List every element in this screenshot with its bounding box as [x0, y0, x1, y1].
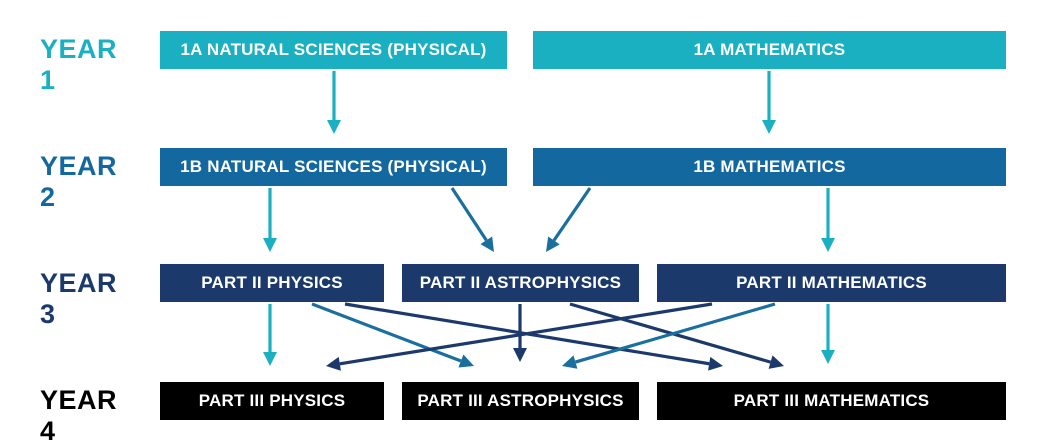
- arrowhead-math_1b-to-math_2: [821, 238, 835, 252]
- course-part-iii-mathematics: PART III MATHEMATICS: [657, 382, 1006, 420]
- course-1b-mathematics: 1B MATHEMATICS: [533, 148, 1006, 186]
- year-3-label: YEAR 3: [40, 268, 118, 329]
- arrowhead-phys_2-to-phys_3: [263, 352, 277, 366]
- course-1a-mathematics: 1A MATHEMATICS: [533, 31, 1006, 69]
- arrowhead-math_2-to-astro_3: [562, 355, 578, 369]
- arrowhead-math_1b-to-astro_2: [546, 236, 560, 252]
- course-part-iii-astrophysics: PART III ASTROPHYSICS: [402, 382, 639, 420]
- arrowhead-phys_2-to-astro_3: [458, 354, 474, 368]
- arrowhead-astro_2-to-math_3: [768, 355, 784, 369]
- arrow-math_2-to-astro_3: [574, 302, 776, 364]
- arrow-phys_2-to-astro_3: [311, 302, 462, 363]
- arrowhead-astro_2-to-astro_3: [513, 348, 527, 362]
- course-part-ii-physics: PART II PHYSICS: [160, 264, 384, 302]
- course-part-iii-physics: PART III PHYSICS: [160, 382, 384, 420]
- course-part-ii-mathematics: PART II MATHEMATICS: [657, 264, 1006, 302]
- course-part-ii-astrophysics: PART II ASTROPHYSICS: [402, 264, 639, 302]
- arrow-math_2-to-phys_3: [339, 302, 713, 366]
- course-1b-natural-sciences: 1B NATURAL SCIENCES (PHYSICAL): [160, 148, 507, 186]
- arrow-math_1b-to-astro_2: [552, 187, 592, 242]
- course-1a-natural-sciences: 1A NATURAL SCIENCES (PHYSICAL): [160, 31, 507, 69]
- arrow-ns_1b-to-astro_2: [450, 187, 488, 242]
- arrowhead-math_2-to-phys_3: [326, 356, 341, 371]
- year-1-label: YEAR 1: [40, 34, 118, 95]
- year-4-label: YEAR 4: [40, 385, 118, 446]
- year-2-label: YEAR 2: [40, 151, 118, 212]
- arrowhead-ns_1b-to-astro_2: [480, 236, 494, 252]
- arrowhead-ns_1b-to-phys_2: [263, 238, 277, 252]
- arrowhead-ns_1a-to-ns_1b: [327, 120, 341, 134]
- arrowhead-math_2-to-math_3: [821, 350, 835, 364]
- arrowhead-math_1a-to-math_1b: [762, 120, 776, 134]
- arrowhead-phys_2-to-math_3: [708, 356, 723, 371]
